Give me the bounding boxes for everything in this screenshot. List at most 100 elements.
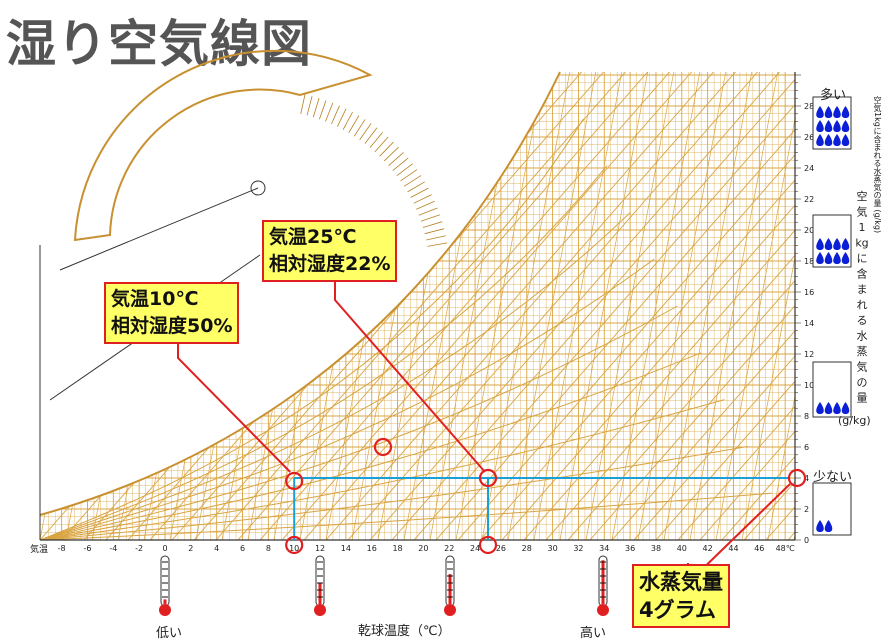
- thermometer-icon: [444, 555, 456, 616]
- water-drop-icon: [841, 238, 850, 250]
- water-drop-icon: [841, 402, 850, 414]
- protractor-tick: [364, 127, 378, 144]
- y-axis-title: 空気1kgに含まれる水蒸気の量 (g/kg): [873, 96, 882, 234]
- water-drop-icon: [833, 402, 841, 414]
- water-drop-icon: [816, 134, 824, 146]
- enthalpy-line: [611, 72, 795, 540]
- x-tick-label: 0: [162, 544, 167, 553]
- protractor-tick: [300, 94, 306, 114]
- y-tick-label: 14: [804, 319, 814, 328]
- x-tick-label: 18: [392, 544, 402, 553]
- y-axis-unit: (g/kg): [838, 414, 871, 427]
- protractor-tick: [426, 235, 446, 241]
- protractor-tick: [342, 111, 353, 130]
- rh-curve: [40, 212, 631, 540]
- protractor-tick: [383, 146, 399, 162]
- protractor-tick: [336, 108, 347, 127]
- page-title: 湿り空気線図: [6, 15, 312, 73]
- protractor-tick: [379, 141, 394, 157]
- protractor-tick: [418, 207, 438, 216]
- enthalpy-line: [501, 72, 795, 540]
- protractor-tick: [413, 194, 432, 204]
- rh-curve: [40, 258, 655, 540]
- y-tick-label: 4: [804, 474, 809, 483]
- x-tick-label: 42: [703, 544, 713, 553]
- water-drop-icon: [816, 106, 824, 118]
- enthalpy-line: [479, 72, 795, 540]
- y-tick-label: 10: [804, 381, 814, 390]
- enthalpy-line: [237, 72, 659, 540]
- y-tick-label: 26: [804, 133, 814, 142]
- volume-line: [585, 72, 677, 540]
- enthalpy-line: [215, 72, 637, 540]
- water-drop-icon: [824, 238, 833, 250]
- x-tick-label: 36: [625, 544, 635, 553]
- water-drop-icon: [816, 520, 824, 532]
- enthalpy-line: [413, 72, 795, 540]
- volume-line: [689, 72, 781, 540]
- y-tick-label: 0: [804, 536, 809, 545]
- water-drop-icon: [833, 134, 841, 146]
- x-tick-label: 26: [496, 544, 506, 553]
- marker-circle: [285, 471, 304, 491]
- protractor-tick: [400, 169, 418, 182]
- x-tick-label: 12: [315, 544, 325, 553]
- enthalpy-line: [391, 72, 795, 540]
- protractor-center: [250, 180, 266, 196]
- enthalpy-line: [677, 72, 795, 540]
- y-tick-label: 12: [804, 350, 814, 359]
- thermometer-level: [163, 599, 167, 604]
- right-label-char: 蒸: [857, 345, 868, 358]
- enthalpy-line: [369, 72, 791, 540]
- right-label-char: 1: [859, 221, 866, 234]
- enthalpy-line: [699, 72, 795, 540]
- marker-circle: [787, 468, 807, 488]
- water-drop-icon: [841, 106, 850, 118]
- enthalpy-line: [40, 72, 65, 540]
- drop-box: [812, 482, 852, 536]
- x-tick-label: -4: [109, 544, 117, 553]
- volume-line: [533, 72, 625, 540]
- enthalpy-line: [40, 72, 109, 540]
- protractor-tick: [422, 221, 443, 228]
- volume-line: [0, 60, 26, 540]
- y-tick-label: 6: [804, 443, 809, 452]
- y-low-label: 少ない: [813, 470, 853, 485]
- right-label-char: の: [857, 376, 868, 389]
- volume-line: [40, 72, 79, 540]
- right-label-char: れ: [857, 299, 868, 312]
- water-drop-icon: [841, 120, 850, 132]
- water-drop-icon: [816, 120, 824, 132]
- water-drop-icon: [833, 238, 841, 250]
- right-label-char: 含: [857, 267, 868, 281]
- y-tick-label: 22: [804, 195, 814, 204]
- volume-line: [559, 72, 651, 540]
- rh-curve: [40, 118, 584, 540]
- enthalpy-line: [567, 72, 795, 540]
- volume-line: [715, 72, 795, 540]
- water-drop-icon: [824, 134, 833, 146]
- protractor-tick: [420, 214, 441, 222]
- protractor-tick: [319, 100, 327, 120]
- thermometer-tube: [160, 555, 170, 607]
- protractor-tick: [353, 119, 366, 137]
- right-axis-label: 空気1kgに含まれる水蒸気の量: [855, 189, 868, 405]
- water-drop-icon: [824, 120, 833, 132]
- thermometers: [159, 555, 609, 616]
- rh-curve: [40, 165, 608, 540]
- callout-arrow: [177, 338, 291, 473]
- enthalpy-line: [40, 72, 43, 540]
- marker-circle: [478, 535, 498, 555]
- water-drop-icon: [833, 120, 841, 132]
- water-drop-icon: [841, 134, 850, 146]
- y-tick-label: 16: [804, 288, 814, 297]
- x-low-label: 低い: [156, 626, 183, 641]
- saturation-curve: [39, 71, 561, 516]
- protractor-tick: [410, 187, 429, 198]
- protractor-tick: [306, 95, 313, 116]
- x-tick-label: 34: [599, 544, 609, 553]
- thermometer-bulb: [159, 604, 171, 616]
- protractor-tick: [424, 228, 445, 235]
- volume-line: [741, 72, 795, 540]
- x-tick-label: 28: [522, 544, 532, 553]
